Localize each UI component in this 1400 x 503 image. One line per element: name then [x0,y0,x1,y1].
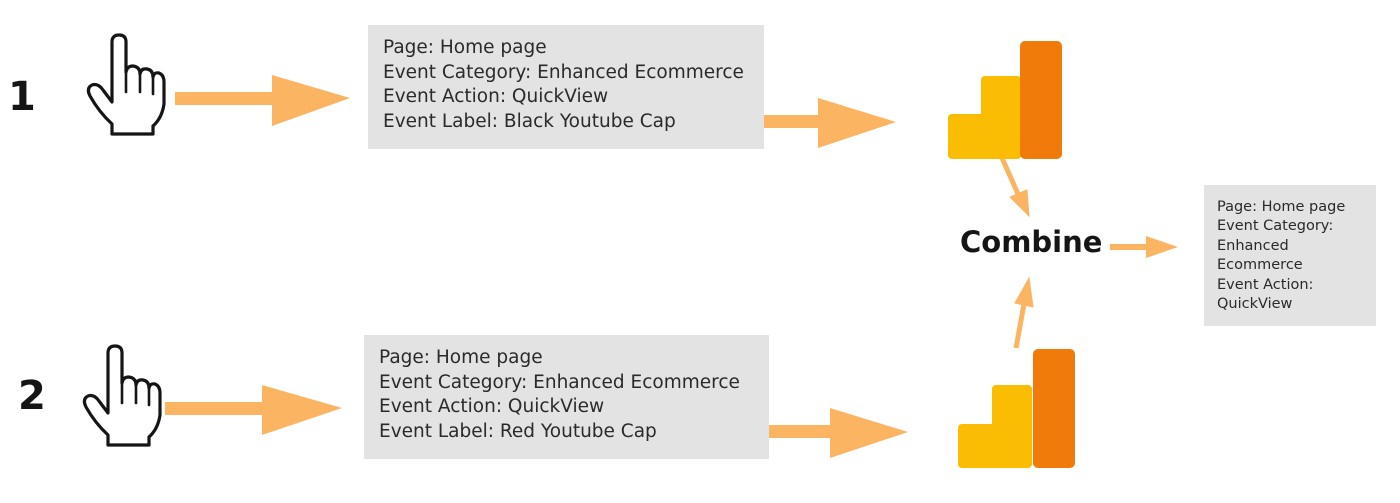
event-category-line: Event Category: Enhanced Ecommerce [379,371,740,393]
combined-result-box: Page: Home page Event Category: Enhanced… [1204,185,1376,326]
result-line: Event Category: [1217,218,1334,235]
event-box-2: Page: Home page Event Category: Enhanced… [364,335,769,459]
google-analytics-icon [948,41,1062,159]
arrow-analytics-1-to-combine [999,156,1030,218]
event-page-line: Page: Home page [379,347,543,368]
event-action-line: Event Action: QuickView [379,396,605,418]
result-line: QuickView [1217,296,1293,313]
google-analytics-icon [958,349,1075,468]
result-line: Ecommerce [1217,257,1303,274]
combine-label: Combine [960,225,1103,259]
pointing-hand-icon [82,344,162,447]
result-line: Enhanced [1217,237,1289,254]
arrow-combine-to-result [1110,236,1178,258]
result-line: Page: Home page [1217,199,1346,215]
arrow-analytics-2-to-combine [1013,276,1034,349]
event-category-line: Event Category: Enhanced Ecommerce [383,61,744,83]
event-page-line: Page: Home page [383,37,547,58]
step-number-1: 1 [8,74,36,120]
pointing-hand-icon [86,33,166,136]
step-number-2: 2 [18,373,46,419]
event-label-line: Event Label: Black Youtube Cap [383,110,676,132]
event-box-1: Page: Home page Event Category: Enhanced… [368,25,764,149]
result-line: Event Action: [1217,276,1314,293]
event-label-line: Event Label: Red Youtube Cap [379,420,657,442]
event-action-line: Event Action: QuickView [383,86,609,108]
arrow-hand-to-event-2 [165,385,342,435]
arrow-hand-to-event-1 [175,75,350,126]
